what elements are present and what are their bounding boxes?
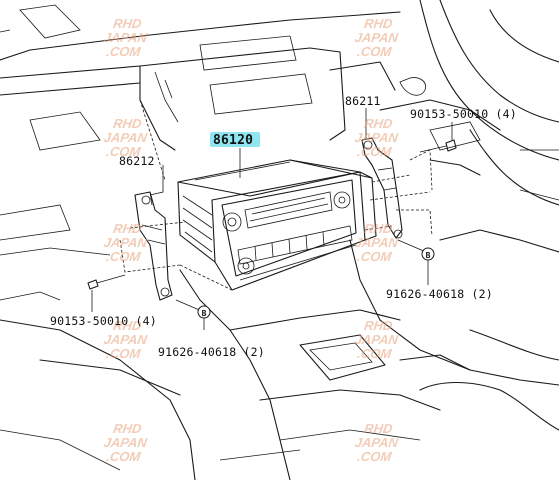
svg-text:JAPAN: JAPAN [354,435,400,450]
svg-text:.COM: .COM [105,249,142,264]
part-number-bolt-right[interactable]: 91626-40618 (2) [386,287,493,301]
part-number-screw-right[interactable]: 90153-50010 (4) [410,107,517,121]
svg-text:RHD: RHD [112,116,143,131]
svg-text:RHD: RHD [363,116,394,131]
bolt-marker-left-label: B [202,309,207,318]
steering-area [379,0,559,253]
svg-text:JAPAN: JAPAN [354,235,400,250]
svg-text:.COM: .COM [356,346,393,361]
svg-text:RHD: RHD [363,421,394,436]
svg-text:.COM: .COM [356,44,393,59]
part-number-screw-left[interactable]: 90153-50010 (4) [50,314,157,328]
bolt-marker-right-label: B [426,251,431,260]
screw-left [87,274,126,290]
bolt-marker-left: B [197,305,211,319]
svg-text:JAPAN: JAPAN [103,332,149,347]
part-number-86212[interactable]: 86212 [119,154,155,168]
part-number-bolt-left[interactable]: 91626-40618 (2) [158,345,265,359]
svg-text:JAPAN: JAPAN [103,130,149,145]
svg-text:.COM: .COM [105,346,142,361]
svg-text:.COM: .COM [356,449,393,464]
screw-right [419,139,457,153]
right-bracket [361,137,403,239]
center-upper-panel [139,35,396,151]
bolt-marker-right: B [421,247,435,261]
svg-text:RHD: RHD [363,16,394,31]
svg-text:RHD: RHD [112,16,143,31]
svg-text:JAPAN: JAPAN [354,130,400,145]
svg-text:RHD: RHD [112,421,143,436]
watermark-logos: RHDJAPAN.COMRHDJAPAN.COMRHDJAPAN.COMRHDJ… [103,16,400,464]
svg-text:.COM: .COM [105,144,142,159]
svg-text:RHD: RHD [112,318,143,333]
lower-console [0,239,559,481]
svg-text:JAPAN: JAPAN [354,30,400,45]
part-number-86120[interactable]: 86120 [213,133,253,148]
svg-text:RHD: RHD [363,318,394,333]
svg-text:.COM: .COM [356,144,393,159]
svg-text:RHD: RHD [112,221,143,236]
svg-text:JAPAN: JAPAN [354,332,400,347]
dashboard-outline [0,4,401,481]
svg-text:.COM: .COM [356,249,393,264]
svg-text:.COM: .COM [105,44,142,59]
svg-text:RHD: RHD [363,221,394,236]
svg-text:JAPAN: JAPAN [103,30,149,45]
svg-text:JAPAN: JAPAN [103,235,149,250]
leader-lines [91,108,453,330]
svg-text:.COM: .COM [105,449,142,464]
left-bracket [134,191,173,301]
main-part-highlight [210,132,260,147]
head-unit [177,159,377,291]
part-number-86211[interactable]: 86211 [345,94,381,108]
svg-text:JAPAN: JAPAN [103,435,149,450]
